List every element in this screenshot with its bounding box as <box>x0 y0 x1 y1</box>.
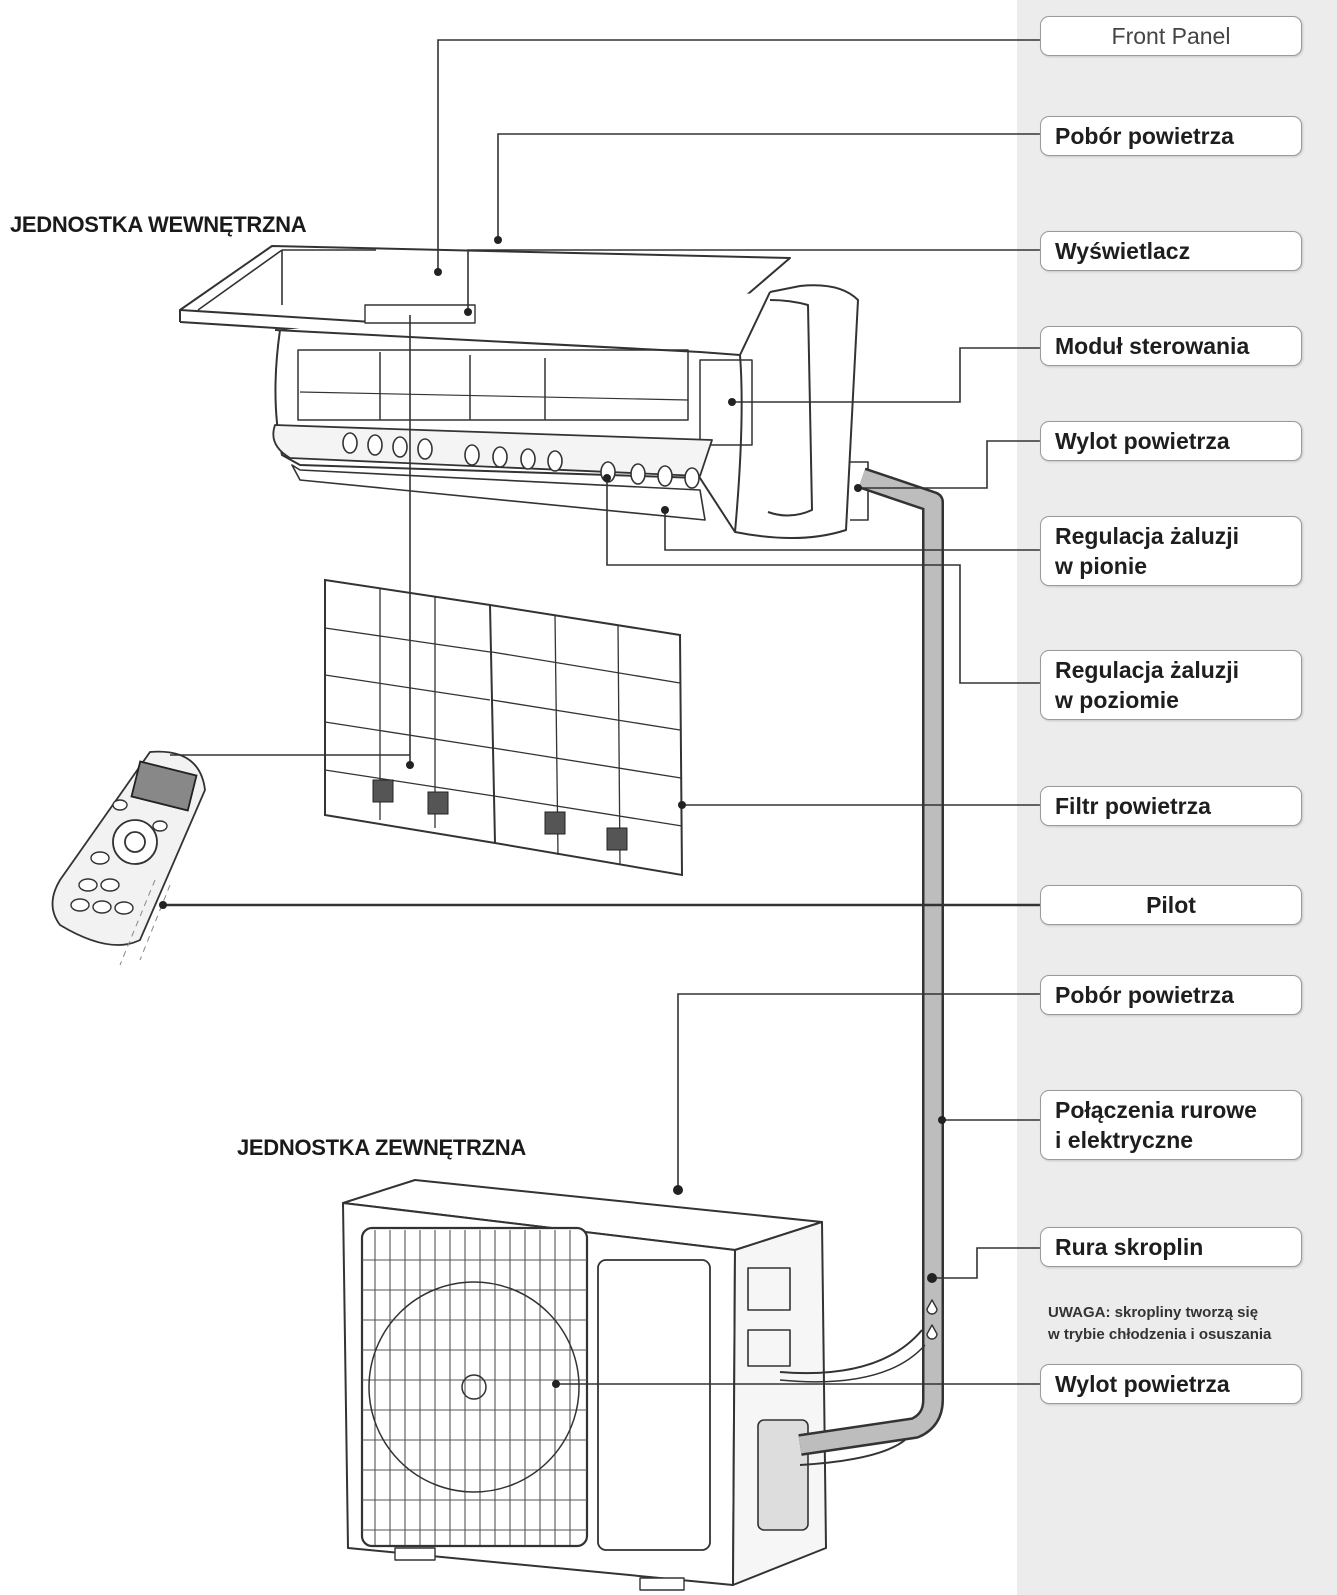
label-louver-vertical-line2: w pionie <box>1055 553 1147 579</box>
label-front-panel-text: Front Panel <box>1111 23 1231 49</box>
label-louver-vertical-line1: Regulacja żaluzji <box>1055 523 1240 549</box>
air-filter-illustration <box>324 578 684 877</box>
leader-dots <box>159 236 946 1388</box>
outdoor-unit-heading: JEDNOSTKA ZEWNĘTRZNA <box>237 1135 526 1160</box>
label-drain-pipe: Rura skroplin <box>1040 1227 1302 1267</box>
label-control-module-text: Moduł sterowania <box>1055 333 1250 359</box>
drain-note-line2: w trybie chłodzenia i osuszania <box>1048 1326 1272 1343</box>
label-display: Wyświetlacz <box>1040 231 1302 271</box>
label-air-intake-indoor: Pobór powietrza <box>1040 116 1302 156</box>
label-pipe-connections-line1: Połączenia rurowe <box>1055 1097 1257 1123</box>
label-pipe-connections: Połączenia rurowe i elektryczne <box>1040 1090 1302 1160</box>
label-louver-horizontal-line2: w poziomie <box>1055 687 1179 713</box>
drain-note-line1: UWAGA: skropliny tworzą się <box>1048 1304 1259 1321</box>
label-air-outlet-indoor: Wylot powietrza <box>1040 421 1302 461</box>
indoor-unit-heading: JEDNOSTKA WEWNĘTRZNA <box>10 212 307 237</box>
indoor-unit-illustration <box>179 245 869 540</box>
label-air-filter: Filtr powietrza <box>1040 786 1302 826</box>
label-louver-horizontal-line1: Regulacja żaluzji <box>1055 657 1240 683</box>
label-control-module: Moduł sterowania <box>1040 326 1302 366</box>
remote-control-illustration <box>51 750 206 966</box>
label-air-intake-outdoor-text: Pobór powietrza <box>1055 982 1234 1008</box>
drain-note: UWAGA: skropliny tworzą się w trybie chł… <box>1048 1302 1333 1346</box>
pipe-bundle <box>779 467 944 1466</box>
outdoor-unit-illustration <box>342 1179 827 1591</box>
label-air-filter-text: Filtr powietrza <box>1055 793 1211 819</box>
label-air-outlet-indoor-text: Wylot powietrza <box>1055 428 1230 454</box>
label-air-intake-indoor-text: Pobór powietrza <box>1055 123 1234 149</box>
label-louver-horizontal: Regulacja żaluzji w poziomie <box>1040 650 1302 720</box>
label-pipe-connections-line2: i elektryczne <box>1055 1127 1194 1153</box>
label-display-text: Wyświetlacz <box>1055 238 1191 264</box>
leader-lines <box>163 39 1040 1385</box>
label-front-panel: Front Panel <box>1040 16 1302 56</box>
label-air-outlet-outdoor: Wylot powietrza <box>1040 1364 1302 1404</box>
label-louver-vertical: Regulacja żaluzji w pionie <box>1040 516 1302 586</box>
label-air-outlet-outdoor-text: Wylot powietrza <box>1055 1371 1230 1397</box>
label-remote-text: Pilot <box>1146 892 1196 918</box>
label-drain-pipe-text: Rura skroplin <box>1055 1234 1204 1260</box>
label-air-intake-outdoor: Pobór powietrza <box>1040 975 1302 1015</box>
label-remote: Pilot <box>1040 885 1302 925</box>
